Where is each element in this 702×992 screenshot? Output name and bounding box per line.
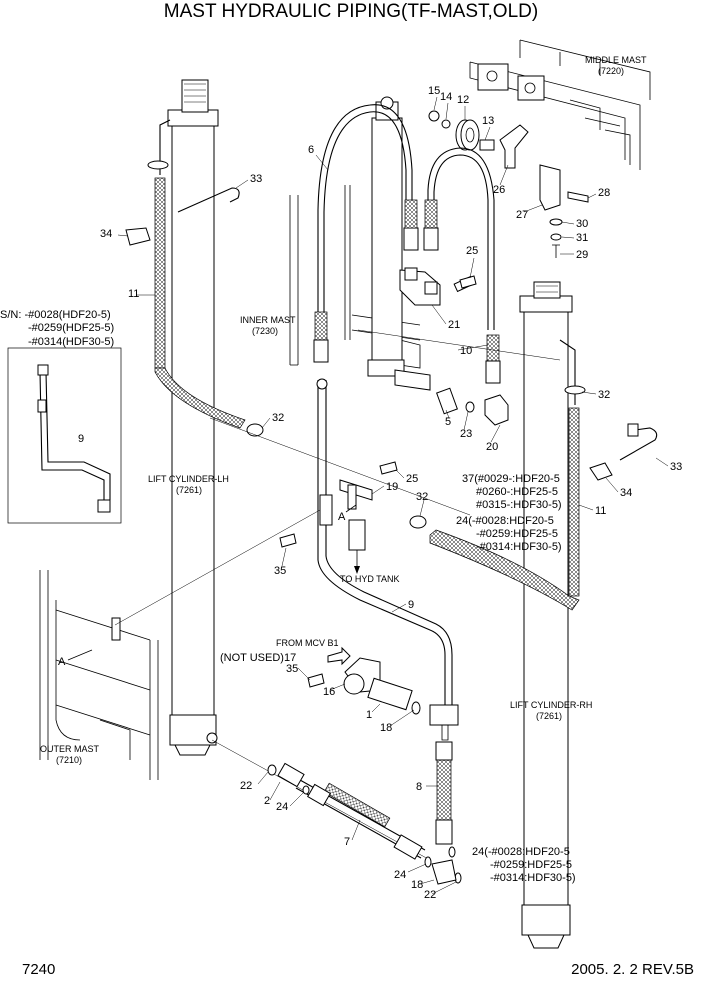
sn-detail-box — [7, 347, 122, 524]
callout-28: 28 — [598, 187, 610, 199]
callout-24-bottom: 24 — [394, 869, 406, 881]
callout-32-left: 32 — [272, 412, 284, 424]
sn-note-line1: S/N: -#0028(HDF20-5) — [0, 309, 111, 321]
callout-31: 31 — [576, 232, 588, 244]
valve-1 — [367, 677, 413, 711]
middle-mast-drawing — [469, 39, 651, 170]
callout-13: 13 — [482, 115, 494, 127]
pipe-11-left — [159, 119, 171, 175]
lift-cyl-rh-label: LIFT CYLINDER-RH — [510, 700, 592, 710]
pipe-9 — [317, 380, 446, 705]
callout-10: 10 — [460, 345, 472, 357]
outer-mast-label: OUTER MAST — [40, 744, 100, 754]
outer-mast-drawing — [39, 570, 159, 780]
not-used-label: (NOT USED)17 — [220, 652, 296, 664]
lift-cyl-lh-label: LIFT CYLINDER-LH — [148, 474, 229, 484]
callout-29: 29 — [576, 249, 588, 261]
callout-22-bottom: 22 — [424, 889, 436, 901]
callout-8: 8 — [416, 781, 422, 793]
lift-cylinder-rh — [519, 281, 573, 949]
callout-11-right: 11 — [595, 505, 606, 517]
middle-mast-code: (7220) — [598, 66, 624, 76]
hose-6 — [317, 104, 413, 360]
callout-26: 26 — [493, 184, 505, 196]
block-21 — [399, 267, 441, 306]
page-number: 7240 — [22, 961, 55, 978]
callout-20: 20 — [486, 441, 498, 453]
note-24-lower-line3: -#0314:HDF30-5) — [490, 872, 576, 884]
callout-14: 14 — [440, 91, 452, 103]
callout-7: 7 — [344, 836, 350, 848]
view-marker-a-left: A — [58, 656, 66, 668]
to-hyd-tank-label: TO HYD TANK — [340, 574, 400, 584]
callout-9-box: 9 — [78, 433, 84, 445]
callout-34-right: 34 — [620, 487, 632, 499]
lift-cyl-rh-code: (7261) — [536, 711, 562, 721]
leader-lines — [117, 96, 669, 895]
callout-19: 19 — [386, 481, 398, 493]
lift-cylinder-lh — [167, 79, 219, 756]
clamp-32-right — [409, 515, 427, 529]
callout-30: 30 — [576, 218, 588, 230]
callouts: 15 14 12 13 6 26 28 27 30 31 29 33 34 25… — [78, 85, 682, 901]
view-marker-a-center: A — [338, 511, 346, 523]
note-37-line2: #0260-:HDF25-5 — [476, 486, 558, 498]
callout-35-left: 35 — [274, 565, 286, 577]
callout-33-right: 33 — [670, 461, 682, 473]
pulley-assembly — [428, 110, 589, 258]
callout-15: 15 — [428, 85, 440, 97]
callout-21: 21 — [448, 319, 460, 331]
note-24-upper-line3: -#0314:HDF30-5) — [476, 541, 562, 553]
callout-35-bottom: 35 — [286, 663, 298, 675]
note-37-line3: #0315-:HDF30-5) — [476, 499, 562, 511]
pipe-11-right — [429, 529, 580, 611]
callout-18-upper: 18 — [380, 722, 392, 734]
middle-mast-label: MIDDLE MAST — [585, 55, 647, 65]
callout-16: 16 — [323, 686, 335, 698]
callout-25-mid: 25 — [406, 473, 418, 485]
callout-12: 12 — [457, 94, 469, 106]
callout-23: 23 — [460, 428, 472, 440]
callout-25-top: 25 — [466, 245, 478, 257]
clamp-32-left — [246, 423, 264, 437]
sn-note-line2: -#0259(HDF25-5) — [28, 322, 114, 334]
page-title: MAST HYDRAULIC PIPING(TF-MAST,OLD) — [164, 1, 538, 22]
note-24-upper-line2: -#0259:HDF25-5 — [476, 528, 558, 540]
hose-7 — [277, 762, 426, 860]
note-24-lower-line2: -#0259:HDF25-5 — [490, 859, 572, 871]
lift-cyl-lh-code: (7261) — [176, 485, 202, 495]
callout-1: 1 — [366, 709, 372, 721]
connector-5 — [436, 387, 458, 415]
note-37-line1: 37(#0029-:HDF20-5 — [462, 473, 560, 485]
inner-mast-code: (7230) — [252, 326, 278, 336]
callout-34-left: 34 — [100, 228, 112, 240]
callout-24-left: 24 — [276, 801, 288, 813]
callout-5: 5 — [445, 416, 451, 428]
clip-33-left — [177, 187, 240, 213]
callout-2: 2 — [264, 795, 270, 807]
tee-19 — [339, 479, 373, 574]
callout-18-lower: 18 — [411, 879, 423, 891]
callout-22-left: 22 — [240, 780, 252, 792]
sn-note-line3: -#0314(HDF30-5) — [28, 336, 114, 348]
inner-mast-label: INNER MAST — [240, 315, 296, 325]
from-mcv-label: FROM MCV B1 — [276, 638, 339, 648]
clip-33-right — [619, 427, 658, 461]
callout-11-left: 11 — [128, 288, 139, 300]
callout-33-left: 33 — [250, 173, 262, 185]
callout-9-main: 9 — [408, 599, 414, 611]
hose-10 — [427, 147, 495, 330]
outer-mast-code: (7210) — [56, 755, 82, 765]
callout-6: 6 — [308, 144, 314, 156]
free-lift-cylinder — [367, 96, 431, 391]
note-24-lower-line1: 24(-#0028:HDF20-5 — [472, 846, 570, 858]
tee-fitting — [431, 859, 457, 885]
callout-27: 27 — [516, 209, 528, 221]
revision-date: 2005. 2. 2 REV.5B — [571, 961, 694, 978]
callout-32-mid: 32 — [416, 491, 428, 503]
note-24-upper-line1: 24(-#0028:HDF20-5 — [456, 515, 554, 527]
callout-32-upper-right: 32 — [598, 389, 610, 401]
